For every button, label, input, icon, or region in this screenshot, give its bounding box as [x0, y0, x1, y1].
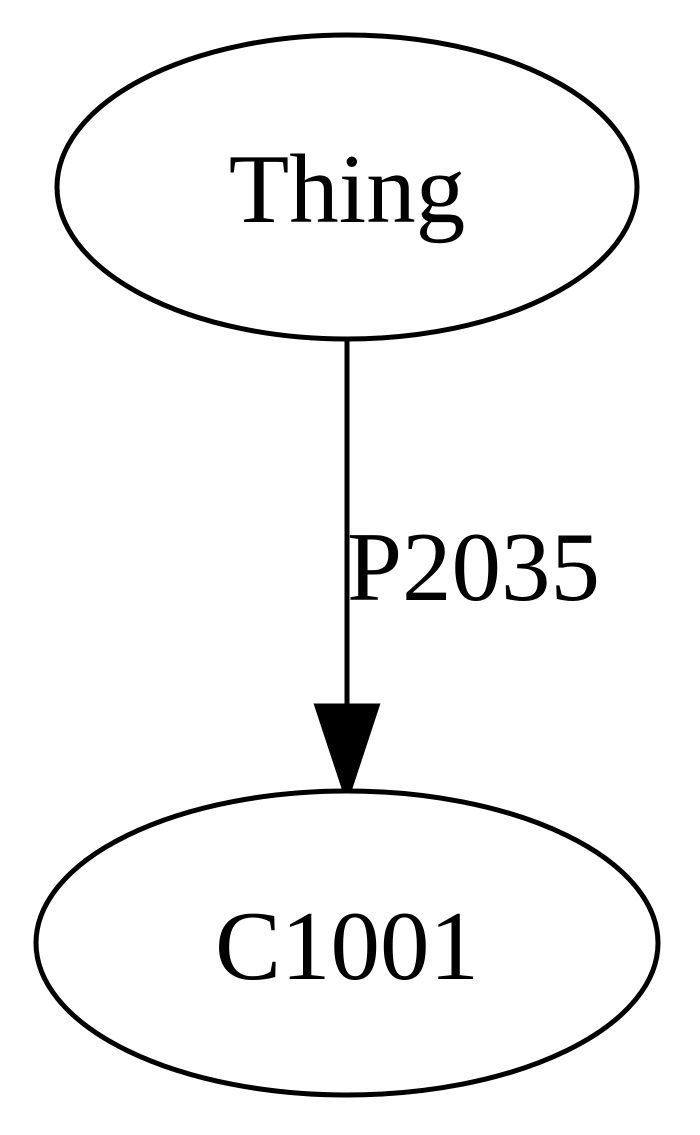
node-c1001-ellipse	[33, 788, 661, 1098]
node-thing[interactable]: Thing	[54, 32, 640, 342]
edge-label: P2035	[347, 513, 600, 622]
node-c1001[interactable]: C1001	[33, 788, 661, 1098]
node-thing-label: Thing	[229, 135, 465, 244]
edge-thing-to-c1001[interactable]: P2035	[313, 339, 600, 805]
node-c1001-label: C1001	[215, 892, 479, 1001]
arrowhead-icon	[313, 703, 381, 805]
